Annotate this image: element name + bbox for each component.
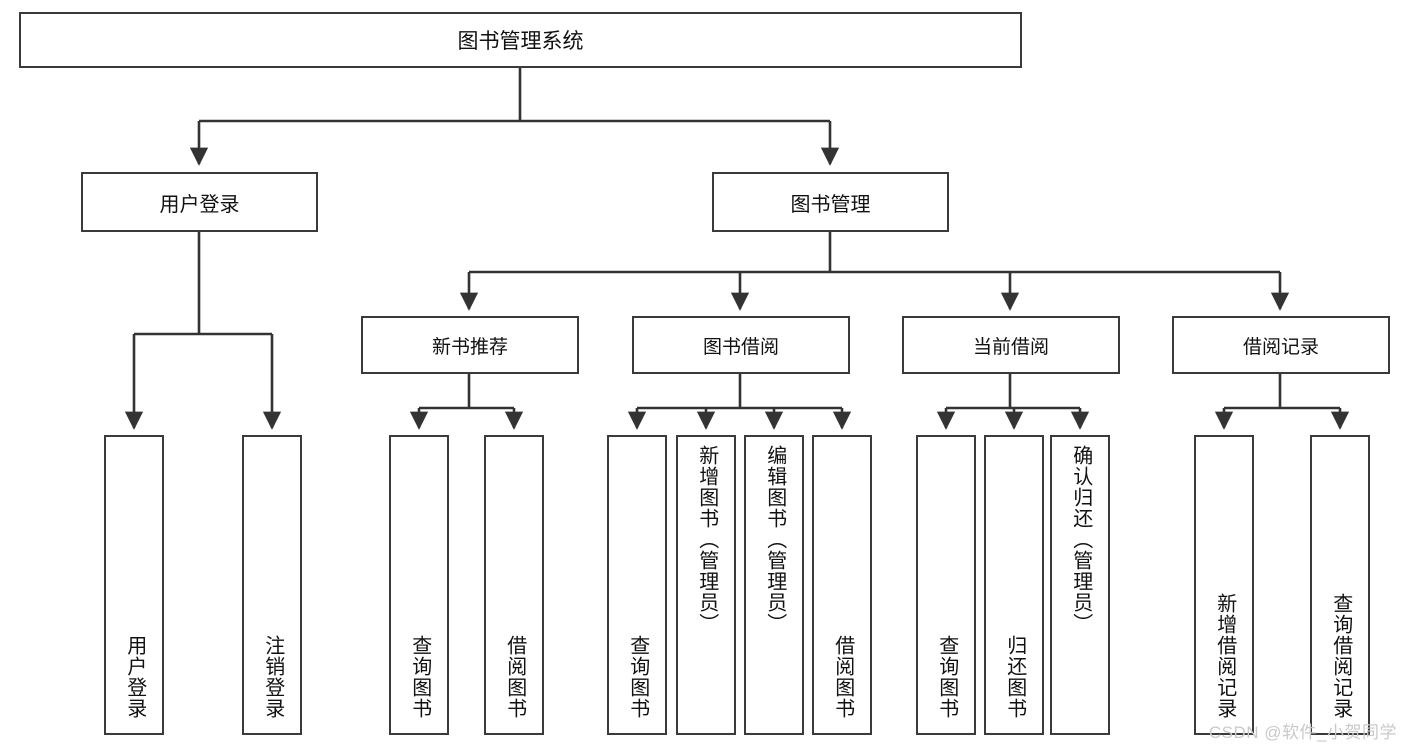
node-leaf-label: 查询图书 xyxy=(626,635,649,719)
node-leaf-book-borrow-edit[interactable]: 编辑图书（管理员） xyxy=(744,435,804,735)
node-leaf-label: 新增图书（管理员） xyxy=(695,445,718,634)
node-user-login-label: 用户登录 xyxy=(159,193,240,216)
node-leaf-current-borrow-confirm-return[interactable]: 确认归还（管理员） xyxy=(1050,435,1110,735)
node-new-book-recommend-label: 新书推荐 xyxy=(431,336,508,358)
node-leaf-book-borrow-query[interactable]: 查询图书 xyxy=(607,435,667,735)
node-leaf-label: 新增借阅记录 xyxy=(1213,593,1236,719)
node-leaf-borrow-record-query[interactable]: 查询借阅记录 xyxy=(1310,435,1370,735)
node-leaf-current-borrow-query[interactable]: 查询图书 xyxy=(916,435,976,735)
node-root-label: 图书管理系统 xyxy=(457,30,584,53)
node-current-borrow-label: 当前借阅 xyxy=(972,336,1049,358)
node-leaf-label: 查询图书 xyxy=(935,635,958,719)
node-book-management-label: 图书管理 xyxy=(790,193,871,216)
node-leaf-new-book-borrow[interactable]: 借阅图书 xyxy=(484,435,544,735)
node-user-login[interactable]: 用户登录 xyxy=(81,172,318,232)
node-leaf-label: 查询图书 xyxy=(408,635,431,719)
node-new-book-recommend[interactable]: 新书推荐 xyxy=(361,316,579,374)
node-borrow-record[interactable]: 借阅记录 xyxy=(1172,316,1390,374)
node-leaf-label: 借阅图书 xyxy=(503,635,526,719)
csdn-watermark: CSDN @软件_小贺同学 xyxy=(1208,723,1397,742)
node-leaf-new-book-query[interactable]: 查询图书 xyxy=(389,435,449,735)
node-borrow-record-label: 借阅记录 xyxy=(1242,336,1319,358)
node-leaf-label: 归还图书 xyxy=(1003,635,1026,719)
node-leaf-label: 用户登录 xyxy=(123,635,146,719)
node-book-borrow-label: 图书借阅 xyxy=(702,336,779,358)
node-book-management[interactable]: 图书管理 xyxy=(712,172,949,232)
node-leaf-label: 确认归还（管理员） xyxy=(1069,445,1092,634)
node-leaf-current-borrow-return[interactable]: 归还图书 xyxy=(984,435,1044,735)
node-leaf-user-login-logout[interactable]: 注销登录 xyxy=(242,435,302,735)
node-leaf-label: 借阅图书 xyxy=(831,635,854,719)
node-leaf-label: 编辑图书（管理员） xyxy=(763,445,786,634)
node-leaf-label: 注销登录 xyxy=(261,635,284,719)
node-leaf-book-borrow-borrow[interactable]: 借阅图书 xyxy=(812,435,872,735)
node-book-borrow[interactable]: 图书借阅 xyxy=(632,316,850,374)
node-leaf-borrow-record-add[interactable]: 新增借阅记录 xyxy=(1194,435,1254,735)
node-root-book-management-system[interactable]: 图书管理系统 xyxy=(19,12,1022,68)
node-current-borrow[interactable]: 当前借阅 xyxy=(902,316,1120,374)
node-leaf-user-login-login[interactable]: 用户登录 xyxy=(104,435,164,735)
node-leaf-book-borrow-add[interactable]: 新增图书（管理员） xyxy=(676,435,736,735)
node-leaf-label: 查询借阅记录 xyxy=(1329,593,1352,719)
